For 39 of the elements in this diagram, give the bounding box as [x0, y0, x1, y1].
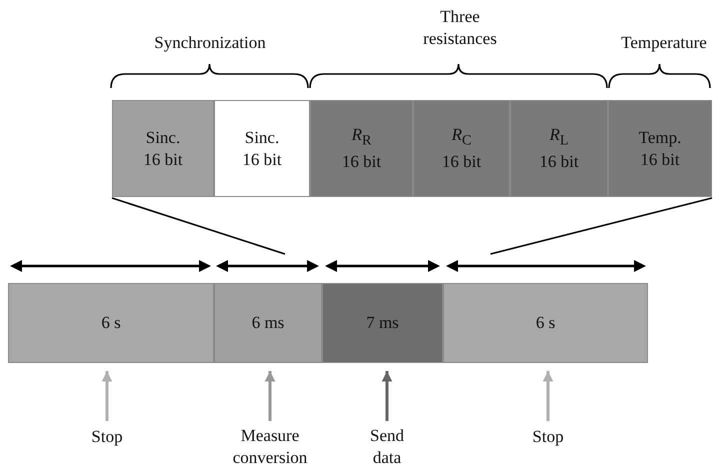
block-text: R$_{L}$ [549, 124, 569, 150]
arrow [102, 371, 112, 421]
block-text: 16 bit [442, 151, 482, 174]
time-block [214, 283, 322, 363]
data-block [510, 100, 608, 197]
block-text: 6 s [101, 312, 121, 334]
block-text: 16 bit [242, 148, 282, 170]
block-text: 16 bit [640, 148, 680, 170]
time-block [443, 283, 648, 363]
block-text: 6 s [536, 312, 556, 334]
block-text: 6 ms [252, 312, 284, 334]
zoom-line [112, 197, 286, 255]
step-label: Send data [360, 425, 414, 469]
block-text: R$_{C}$ [452, 124, 472, 150]
block-text: Temp. [638, 126, 682, 148]
data-block [112, 100, 214, 197]
block-text: R$_{R}$ [352, 124, 372, 150]
data-block [214, 100, 310, 197]
block-text: 16 bit [342, 151, 382, 174]
data-block [413, 100, 510, 197]
arrow [264, 371, 276, 421]
step-label: Stop [508, 425, 588, 449]
time-block [322, 283, 443, 363]
data-block [310, 100, 413, 197]
block-text: Sinc. [244, 126, 280, 148]
arrow [382, 371, 392, 421]
group-label: Three resistances [422, 6, 498, 50]
group-label: Synchronization [153, 32, 267, 54]
block-text: Sinc. [146, 126, 180, 148]
block-text: 16 bit [143, 148, 183, 170]
step-label: Measure conversion [215, 425, 325, 469]
data-block [608, 100, 712, 197]
arrow [542, 371, 554, 421]
step-label: Stop [67, 425, 147, 449]
group-label: Temperature [620, 32, 708, 54]
block-text: 16 bit [539, 151, 579, 174]
zoom-line [490, 197, 712, 255]
block-text: 7 ms [366, 312, 399, 334]
time-block [8, 283, 214, 363]
